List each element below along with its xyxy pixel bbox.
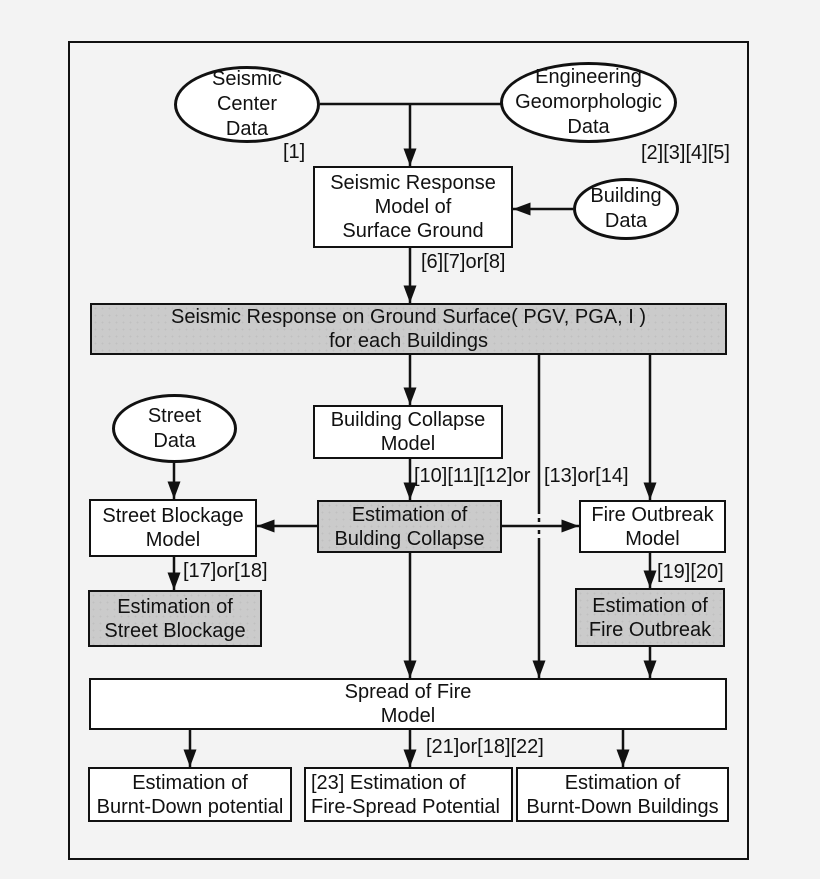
node-text: Seismic xyxy=(211,68,282,90)
building-data-ellipse: Building Data xyxy=(573,178,679,240)
ground-surface-response-box: Seismic Response on Ground Surface( PGV,… xyxy=(90,303,727,355)
node-text: Data xyxy=(153,429,196,452)
node-text: Seismic Response xyxy=(330,172,496,194)
node-text: Burnt-Down Buildings xyxy=(526,795,719,818)
node-text: Seismic Response on Ground Surface( PGV,… xyxy=(170,306,647,328)
building-collapse-model-box: Building Collapse Model xyxy=(313,405,503,459)
node-text: Surface Ground xyxy=(342,220,484,242)
street-blockage-model-box: Street Blockage Model xyxy=(89,499,257,557)
node-text: Spread of Fire xyxy=(344,681,472,703)
node-text: Estimation of xyxy=(132,771,248,794)
node-text: Engineering xyxy=(535,66,642,88)
reference-label-street-blockage: [17]or[18] xyxy=(183,560,268,582)
node-text: Fire-Spread Potential xyxy=(311,795,500,818)
street-data-ellipse: Street Data xyxy=(112,394,237,463)
node-text: Burnt-Down potential xyxy=(96,795,284,818)
node-text: Model xyxy=(380,705,436,727)
estimation-fire-outbreak-box: Estimation of Fire Outbreak xyxy=(575,588,725,647)
node-text: Street Blockage xyxy=(104,619,246,642)
node-text: for each Buildings xyxy=(329,330,488,352)
node-text: Data xyxy=(604,210,648,232)
node-text: Center xyxy=(216,93,278,115)
diagram-outer-frame xyxy=(68,41,749,860)
node-text: Estimation of xyxy=(351,503,468,526)
reference-label-seismic-response-model: [6][7]or[8] xyxy=(421,251,506,273)
node-text: Bulding Collapse xyxy=(334,527,485,550)
reference-label-engineering-geomorphologic: [2][3][4][5] xyxy=(641,142,730,164)
estimation-burnt-down-potential-box: Estimation of Burnt-Down potential xyxy=(88,767,292,822)
node-text: Fire Outbreak xyxy=(591,503,714,526)
node-text: Model xyxy=(625,527,680,550)
node-text: Data xyxy=(567,116,610,138)
seismic-response-model-box: Seismic Response Model of Surface Ground xyxy=(313,166,513,248)
node-text: Building xyxy=(590,185,662,207)
node-text: Geomorphologic xyxy=(515,91,662,113)
fire-outbreak-model-box: Fire Outbreak Model xyxy=(579,500,726,553)
seismic-center-data-ellipse: Seismic Center Data xyxy=(174,66,320,143)
reference-label-fire-outbreak: [19][20] xyxy=(657,561,724,583)
node-text: Data xyxy=(225,118,269,140)
engineering-geomorphologic-data-ellipse: Engineering Geomorphologic Data xyxy=(500,62,677,143)
node-text: Estimation of xyxy=(117,595,233,618)
node-text: Street Blockage xyxy=(102,505,244,527)
estimation-building-collapse-box: Estimation of Bulding Collapse xyxy=(317,500,502,553)
node-text: Model xyxy=(145,529,201,551)
reference-label-seismic-center: [1] xyxy=(283,141,306,163)
node-text: Estimation of xyxy=(592,594,708,617)
spread-of-fire-model-box: Spread of Fire Model xyxy=(89,678,727,730)
node-text: Street xyxy=(147,404,202,427)
reference-label-building-collapse-left: [10][11][12]or xyxy=(414,465,531,487)
node-text: Estimation of xyxy=(564,771,681,794)
node-text: [23] Estimation of xyxy=(311,771,466,794)
reference-label-spread-of-fire: [21]or[18][22] xyxy=(426,736,544,758)
node-text: Fire Outbreak xyxy=(588,618,712,641)
estimation-burnt-down-buildings-box: Estimation of Burnt-Down Buildings xyxy=(516,767,729,822)
node-text: Building Collapse xyxy=(330,409,486,431)
node-text: Model xyxy=(380,433,436,455)
estimation-fire-spread-potential-box: [23] Estimation of Fire-Spread Potential xyxy=(304,767,513,822)
node-text: Model of xyxy=(374,196,452,218)
estimation-street-blockage-box: Estimation of Street Blockage xyxy=(88,590,262,647)
reference-label-building-collapse-right: [13]or[14] xyxy=(544,465,629,487)
